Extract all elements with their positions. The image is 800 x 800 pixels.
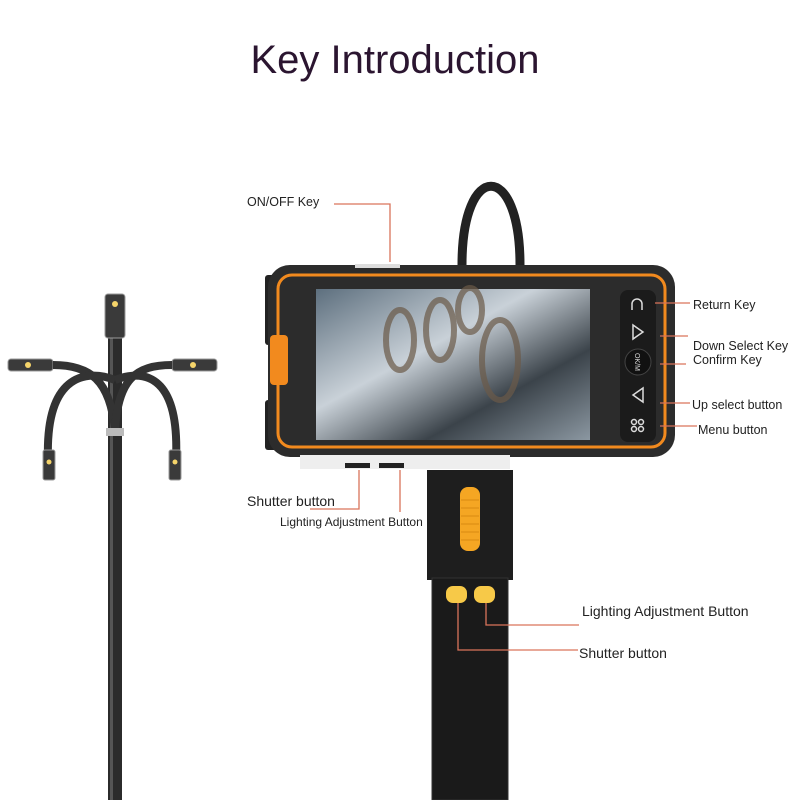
page-title: Key Introduction bbox=[250, 38, 540, 82]
camera-led-icon bbox=[112, 301, 118, 307]
label-lighting-button-top: Lighting Adjustment Button bbox=[280, 515, 423, 529]
label-on-off-key: ON/OFF Key bbox=[247, 195, 320, 209]
label-confirm-key: Confirm Key bbox=[693, 353, 762, 367]
shutter-button-top bbox=[345, 463, 370, 468]
left-arrow-icon bbox=[631, 386, 644, 404]
label-down-select-key: Down Select Key bbox=[693, 339, 789, 353]
probe-illustration bbox=[7, 293, 218, 800]
label-up-select-button: Up select button bbox=[692, 398, 783, 412]
endoscope-device: OK/M bbox=[265, 264, 675, 469]
label-lighting-button-handle: Lighting Adjustment Button bbox=[582, 603, 749, 619]
label-menu-button: Menu button bbox=[698, 423, 768, 437]
ok-button-label: OK/M bbox=[633, 353, 640, 371]
leader-lines bbox=[310, 203, 697, 651]
lighting-button-handle bbox=[474, 586, 495, 603]
cable bbox=[457, 182, 525, 266]
lighting-button-top bbox=[379, 463, 404, 468]
handle bbox=[427, 470, 513, 800]
label-shutter-button-handle: Shutter button bbox=[579, 645, 667, 661]
right-arrow-icon bbox=[632, 323, 645, 341]
label-shutter-button-top: Shutter button bbox=[247, 493, 335, 509]
power-button bbox=[355, 264, 400, 268]
lighting-wheel bbox=[460, 487, 480, 551]
label-return-key: Return Key bbox=[693, 298, 756, 312]
return-icon bbox=[631, 298, 643, 310]
shutter-button-handle bbox=[446, 586, 467, 603]
menu-grid-icon bbox=[630, 418, 645, 433]
